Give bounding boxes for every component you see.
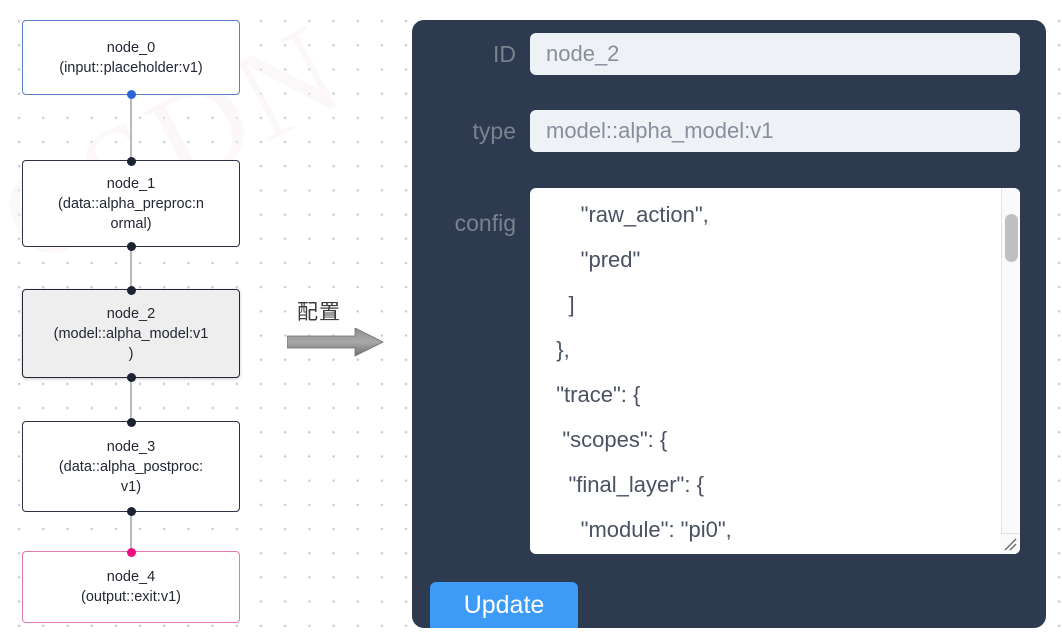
node-handle-top[interactable] (126, 547, 136, 557)
annotation-arrow-group: 配置 (287, 296, 392, 358)
config-textarea[interactable]: "raw_action", "pred" ] }, "trace": { "sc… (556, 202, 732, 542)
graph-node-label: node_3 (data::alpha_postproc: v1) (58, 438, 204, 495)
id-field-label: ID (493, 40, 516, 67)
config-scrollbar-thumb[interactable] (1005, 214, 1018, 262)
update-button[interactable]: Update (430, 582, 578, 628)
edge-node2-node3 (130, 378, 132, 421)
graph-node-node_3[interactable]: node_3 (data::alpha_postproc: v1) (22, 417, 240, 516)
node-handle-top[interactable] (126, 417, 136, 427)
field-row-config: config "raw_action", "pred" ] }, "trace"… (412, 188, 1046, 554)
field-row-type: type model::alpha_model:v1 (412, 110, 1046, 152)
node-handle-top[interactable] (126, 156, 136, 166)
type-input[interactable]: model::alpha_model:v1 (530, 110, 1020, 152)
config-textarea-wrapper: "raw_action", "pred" ] }, "trace": { "sc… (530, 188, 1020, 554)
resize-handle-icon[interactable] (1000, 533, 1019, 553)
graph-node-node_0[interactable]: node_0 (input::placeholder:v1) (22, 20, 240, 99)
arrow-right-icon (287, 328, 384, 357)
graph-node-label: node_1 (data::alpha_preproc:n ormal) (58, 175, 204, 232)
type-field-label: type (472, 117, 516, 144)
graph-node-label: node_4 (output::exit:v1) (81, 569, 181, 605)
node-handle-bottom[interactable] (126, 506, 136, 516)
field-row-id: ID node_2 (412, 33, 1046, 75)
config-field-label: config (454, 210, 516, 236)
graph-node-label: node_2 (model::alpha_model:v1 ) (53, 305, 209, 362)
node-handle-bottom[interactable] (126, 372, 136, 382)
edge-node0-node1 (130, 95, 132, 160)
node-handle-bottom[interactable] (126, 241, 136, 251)
graph-node-node_4[interactable]: node_4 (output::exit:v1) (22, 547, 240, 623)
config-scrollbar[interactable] (1001, 188, 1020, 554)
edge-node3-node4 (130, 512, 132, 551)
node-config-panel: ID node_2 type model::alpha_model:v1 con… (412, 20, 1046, 628)
graph-node-label: node_0 (input::placeholder:v1) (59, 39, 203, 76)
graph-node-node_2[interactable]: node_2 (model::alpha_model:v1 ) (22, 285, 240, 382)
edge-node1-node2 (130, 247, 132, 289)
id-input[interactable]: node_2 (530, 33, 1020, 75)
graph-node-node_1[interactable]: node_1 (data::alpha_preproc:n ormal) (22, 156, 240, 251)
node-handle-top[interactable] (126, 285, 136, 295)
node-handle-bottom[interactable] (126, 89, 136, 99)
annotation-label: 配置 (297, 300, 341, 324)
